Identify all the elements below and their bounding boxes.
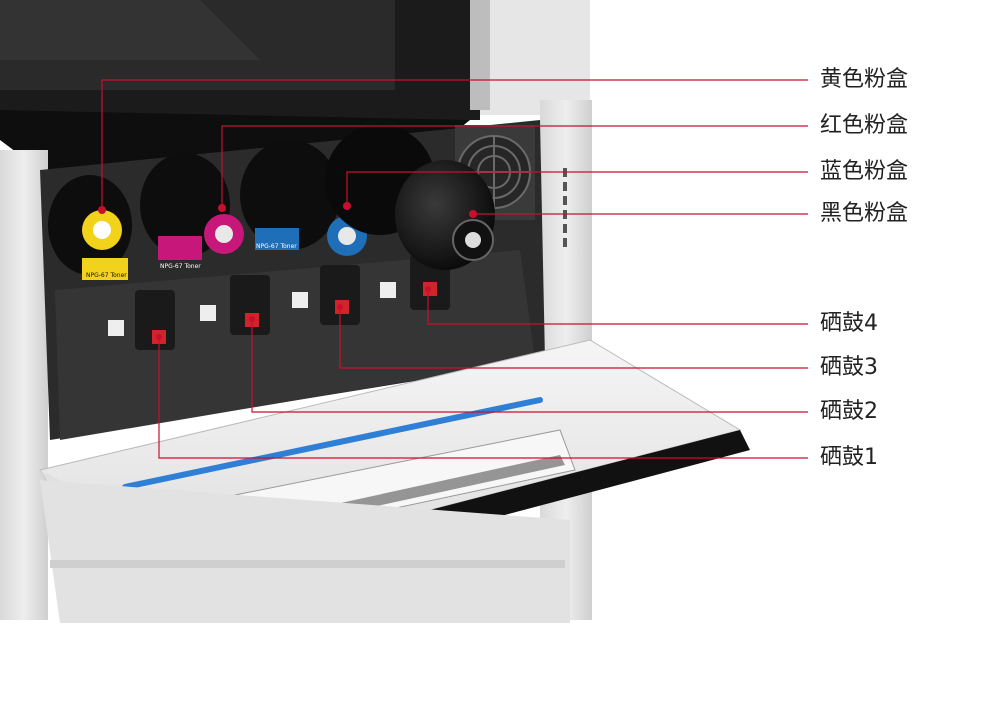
lower-cabinet — [40, 480, 570, 623]
label-drum-1: 硒鼓1 — [820, 445, 878, 470]
leader-line-drum-4 — [427, 290, 808, 325]
toner-cyan[interactable]: NPG-67 Toner — [240, 140, 367, 256]
yellow-toner-code: NPG-67 Toner — [86, 272, 127, 279]
toner-yellow[interactable]: NPG-67 Toner — [48, 175, 132, 280]
leader-line-red — [221, 125, 808, 210]
cyan-toner-code: NPG-67 Toner — [256, 243, 297, 250]
label-red-toner: 红色粉盒 — [820, 113, 909, 138]
label-drum-3: 硒鼓3 — [820, 355, 878, 380]
magenta-toner-code: NPG-67 Toner — [160, 263, 201, 270]
left-side-panel — [0, 150, 48, 620]
label-drum-2: 硒鼓2 — [820, 399, 878, 424]
toner-magenta[interactable]: NPG-67 Toner — [140, 153, 244, 270]
leader-dots — [98, 202, 477, 340]
leader-line-blue — [346, 171, 808, 206]
leader-line-yellow — [101, 79, 808, 212]
label-yellow-toner: 黄色粉盒 — [820, 67, 909, 92]
label-drum-4: 硒鼓4 — [820, 311, 878, 336]
leader-lines — [101, 79, 808, 459]
cleaning-rod[interactable] — [122, 397, 543, 490]
toner-black[interactable] — [325, 125, 495, 270]
label-blue-toner: 蓝色粉盒 — [820, 159, 909, 184]
label-black-toner: 黑色粉盒 — [820, 201, 909, 226]
drum-bay — [55, 250, 535, 440]
leader-line-drum-2 — [251, 320, 808, 413]
leader-line-drum-3 — [339, 308, 808, 369]
scanner-top — [0, 0, 590, 170]
leader-line-drum-1 — [158, 338, 808, 459]
